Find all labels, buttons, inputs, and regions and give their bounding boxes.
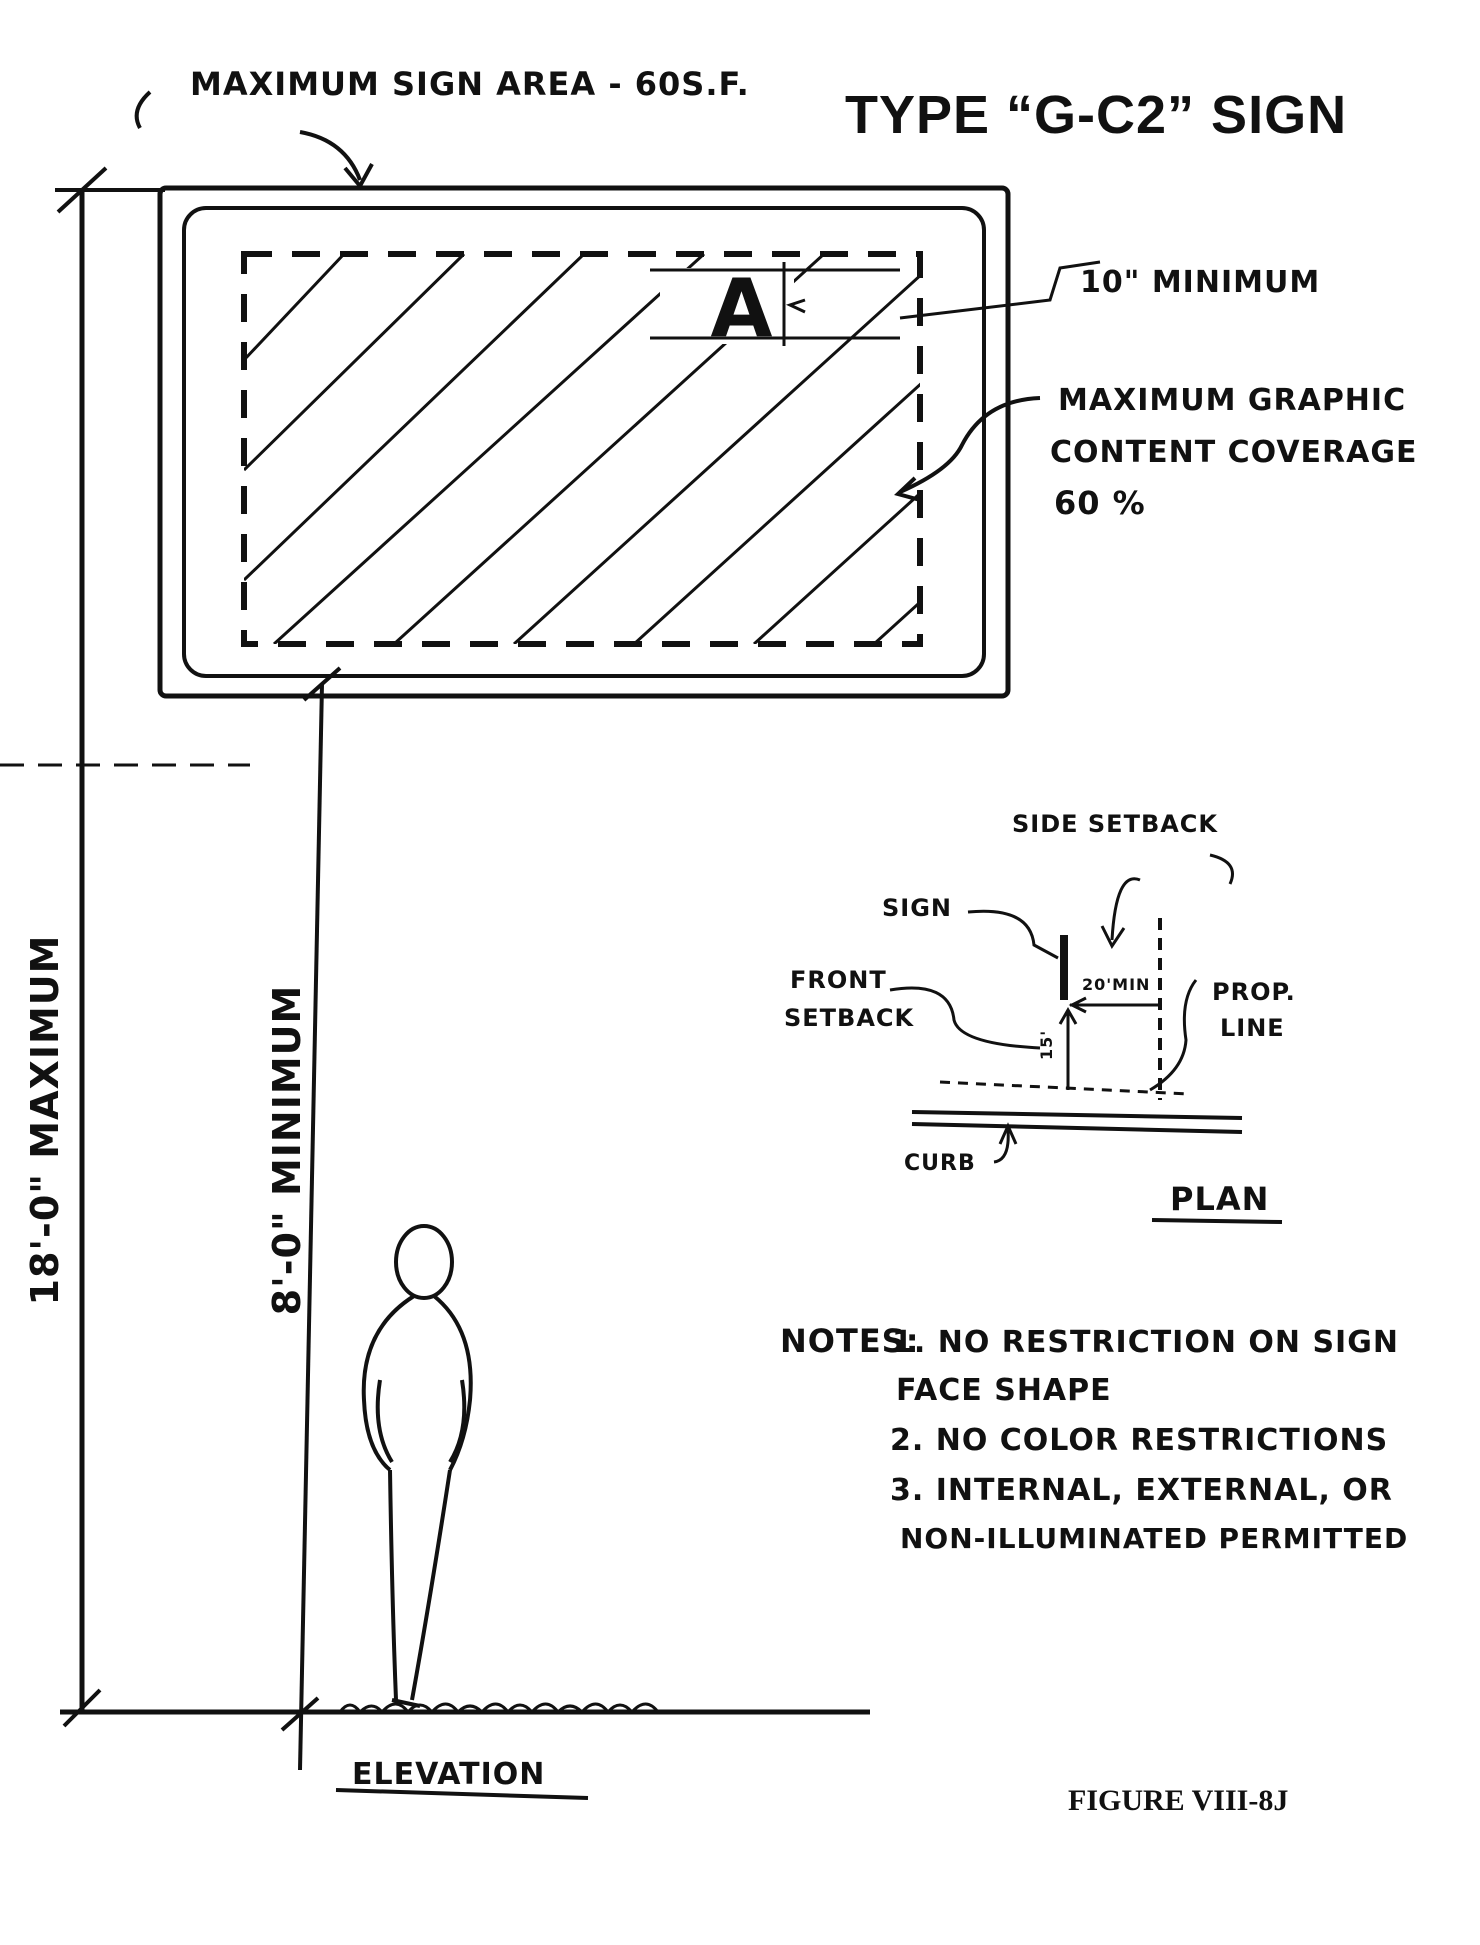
plan-prop-label-2: LINE [1220,1014,1285,1042]
letter-height-arrow [785,298,806,314]
sign-area-arrow [343,163,374,190]
figure-torso-right [432,1294,473,1471]
sign-panel [134,90,1101,699]
plan-label-underline [1151,1218,1283,1224]
sign-inner-border [182,206,986,678]
ground-grass [338,1702,660,1715]
coverage-arrow [894,476,921,502]
sign-outer-border [157,185,1011,699]
elevation-label-underline [335,1788,589,1800]
height-max-label: 18'-0" MAXIMUM [23,935,67,1306]
plan-view-label: PLAN [1170,1180,1269,1218]
sign-area-leader-hook [134,90,152,129]
letter-backdrop [660,268,794,344]
letter-height-note: 10" MINIMUM [1080,265,1320,300]
plan-front-label-2: SETBACK [784,1004,915,1032]
prop-line-leader [1149,979,1198,1092]
clearance-min-label: 8'-0" MINIMUM [265,985,309,1316]
figure-head [394,1224,454,1300]
coverage-note-line-1: MAXIMUM GRAPHIC [1058,383,1406,418]
figure-foot [391,1698,421,1708]
figure-leg-front [388,1469,398,1701]
sign-area-note: MAXIMUM SIGN AREA - 60S.F. [190,65,750,103]
notes-line-4: 3. INTERNAL, EXTERNAL, OR [890,1473,1393,1508]
figure-torso-left [361,1294,416,1472]
elevation-view-label: ELEVATION [352,1757,545,1792]
plan-curb-label: CURB [904,1151,976,1176]
plan-prop-label-1: PROP. [1212,978,1296,1006]
plan-side-dim-label: 20'MIN [1082,975,1150,994]
notes-line-2: FACE SHAPE [896,1373,1112,1408]
plan-side-setback-label: SIDE SETBACK [1012,810,1218,838]
letter-height-leader [899,260,1101,320]
diagram-title: TYPE “G-C2” SIGN [845,85,1348,145]
side-setback-leader [1110,877,1141,941]
notes-heading: NOTES: [780,1322,920,1360]
plan-view [889,853,1283,1224]
plan-front-dim-label: 15' [1037,1030,1056,1060]
notes-line-3: 2. NO COLOR RESTRICTIONS [890,1423,1388,1458]
figure-leg-back [410,1469,452,1701]
notes-line-1: 1. NO RESTRICTION ON SIGN [892,1325,1399,1360]
clearance-dimension-line [298,683,324,1771]
front-setback-leader [889,986,1041,1050]
plan-curb-line-2 [911,1122,1243,1134]
curb-leader [993,1129,1010,1164]
plan-sign-label: SIGN [882,894,952,922]
letter-sample: A [711,262,774,355]
figure-arm-left [375,1379,394,1464]
sign-leader [967,909,1059,960]
figure-label: FIGURE VIII-8J [1068,1784,1289,1817]
coverage-note-line-2: CONTENT COVERAGE [1050,435,1417,470]
elevation-dimensions [0,166,870,1800]
plan-front-label-1: FRONT [790,966,887,994]
coverage-note-line-3: 60 % [1054,484,1146,522]
plan-curb-line-1 [911,1110,1243,1120]
notes-line-5: NON-ILLUMINATED PERMITTED [900,1522,1408,1555]
plan-property-line [939,1080,1191,1096]
coverage-leader [899,396,1041,494]
figure-arm-right [448,1379,467,1464]
sign-area-leader [299,130,362,181]
human-figure [361,1224,473,1708]
